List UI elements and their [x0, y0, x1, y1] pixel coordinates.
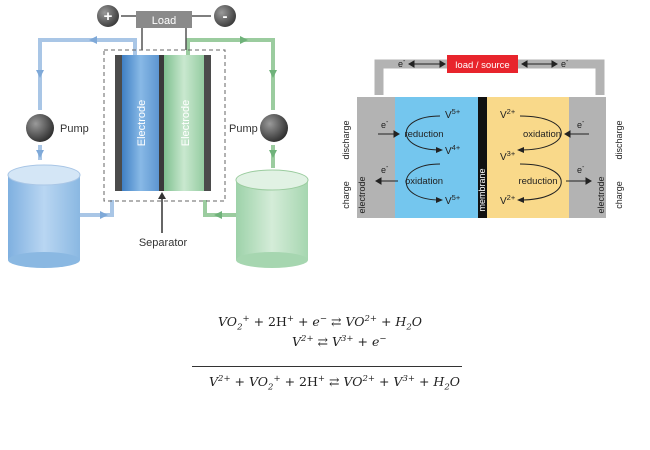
right-reduction-label: reduction [518, 176, 557, 187]
membrane-bar [478, 97, 487, 218]
anolyte-region [487, 97, 569, 218]
right-electrode [164, 55, 204, 191]
right-upper-electron-label: e- [577, 119, 585, 130]
separator-label: Separator [139, 237, 188, 249]
right-upper-electron-arrow [564, 130, 589, 138]
redox-cell-diagram: load / source e- e- membrane electrode e… [341, 55, 624, 218]
left-pump-label: Pump [60, 123, 89, 135]
left-charge-label: charge [341, 181, 351, 209]
right-electrode-label: electrode [596, 176, 606, 213]
left-discharge-label: discharge [341, 120, 351, 159]
left-upper-electron-arrow [378, 130, 400, 138]
cell-boundary [103, 49, 226, 202]
right-lower-electron-label: e- [577, 164, 585, 175]
ion-v4: V4+ [445, 143, 461, 157]
green-pipe-arrows [214, 36, 277, 219]
right-oxidation-label: oxidation [523, 129, 561, 140]
left-lower-electron-label: e- [381, 164, 389, 175]
left-tank-icon [7, 164, 81, 268]
equation-cathode: VO2+ + 2H+ + e− ⇄ VO2+ + H2O [218, 314, 422, 333]
right-tank-icon [235, 169, 309, 268]
right-electrode-plate [569, 97, 606, 218]
separator-pointer-arrowhead [158, 192, 166, 199]
load-source-label: load / source [455, 60, 509, 71]
ion-v2-top: V2+ [500, 107, 516, 121]
top-left-double-arrow [408, 60, 446, 68]
ion-v5-bottom: V5+ [445, 193, 461, 207]
negative-terminal-icon [214, 5, 236, 27]
right-reaction-arrows [519, 115, 562, 201]
left-electrode-label: Electrode [136, 100, 148, 146]
left-upper-electron-label: e- [381, 119, 389, 130]
right-pump-icon [260, 114, 288, 142]
right-lower-electron-arrow [566, 177, 592, 185]
top-right-double-arrow [521, 60, 558, 68]
left-electrode-plate [357, 97, 395, 218]
right-electrode-label: Electrode [180, 100, 192, 146]
right-charge-label: charge [614, 181, 624, 209]
equation-overall: V2+ + VO2+ + 2H+ ⇄ VO2+ + V3+ + H2O [209, 374, 460, 393]
positive-terminal-icon [97, 5, 119, 27]
load-source-box [447, 55, 518, 73]
blue-pipe-arrows [36, 36, 108, 219]
left-reaction-arrowheads [436, 147, 443, 203]
flow-cell-diagram: Load + - Electrode Electrode Separator P… [7, 5, 309, 268]
separator-bar [159, 55, 164, 191]
right-reaction-arrowheads [517, 147, 524, 203]
left-pump-icon [26, 114, 54, 142]
right-end-plate [204, 55, 211, 191]
left-electrode [122, 55, 159, 191]
top-left-electron-label: e- [398, 58, 406, 69]
top-right-electron-label: e- [561, 58, 569, 69]
left-reaction-arrows [405, 115, 441, 201]
left-lower-electron-arrow [375, 177, 398, 185]
left-reduction-label: reduction [404, 129, 443, 140]
right-discharge-label: discharge [614, 120, 624, 159]
minus-sign: - [223, 8, 228, 25]
left-end-plate [115, 55, 122, 191]
ion-v2-bottom: V2+ [500, 193, 516, 207]
equation-sum-line [192, 366, 462, 367]
left-oxidation-label: oxidation [405, 176, 443, 187]
ion-v3: V3+ [500, 149, 516, 163]
right-pump-label: Pump [229, 123, 258, 135]
membrane-label: membrane [477, 168, 487, 211]
load-box [136, 11, 192, 28]
equation-anode: V2+ ⇄ V3+ + e− [292, 334, 387, 350]
plus-sign: + [104, 8, 113, 25]
left-electrode-label: electrode [357, 176, 367, 213]
load-label: Load [152, 15, 176, 27]
ion-v5-top: V5+ [445, 107, 461, 121]
